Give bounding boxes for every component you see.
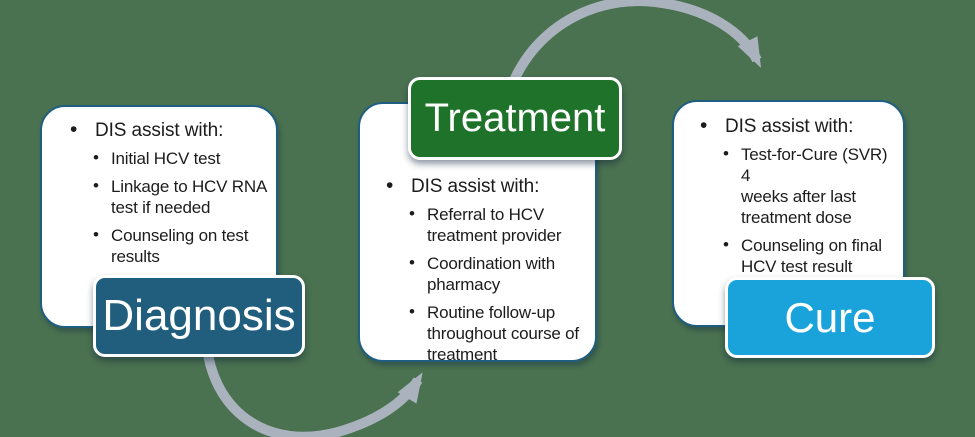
diagnosis-bullet-list: Initial HCV test Linkage to HCV RNA test… xyxy=(91,147,270,267)
cure-bullet-list: Test-for-Cure (SVR) 4 weeks after last t… xyxy=(721,143,899,277)
curved-arrow-treatment-to-cure xyxy=(500,0,762,110)
card-heading: DIS assist with: xyxy=(380,174,591,198)
bullet-item: Linkage to HCV RNA test if needed xyxy=(91,175,270,218)
bullet-item: Routine follow-up throughout course of t… xyxy=(407,301,591,365)
bullet-item: Counseling on final HCV test result xyxy=(721,234,899,277)
bullet-item: Test-for-Cure (SVR) 4 weeks after last t… xyxy=(721,143,899,228)
bullet-item: Referral to HCV treatment provider xyxy=(407,203,591,246)
bullet-item: Initial HCV test xyxy=(91,147,270,169)
card-heading: DIS assist with: xyxy=(64,118,270,142)
treatment-bullet-list: Referral to HCV treatment provider Coord… xyxy=(407,203,591,366)
bullet-item: Counseling on test results xyxy=(91,224,270,267)
bullet-item: Coordination with pharmacy xyxy=(407,252,591,295)
curved-arrow-diagnosis-to-treatment xyxy=(202,347,423,437)
card-heading: DIS assist with: xyxy=(694,114,899,138)
stage-label-treatment: Treatment xyxy=(408,77,622,160)
diagnosis-info-card: DIS assist with: Initial HCV test Linkag… xyxy=(40,105,278,328)
stage-label-diagnosis: Diagnosis xyxy=(93,275,305,357)
stage-label-cure: Cure xyxy=(725,277,935,358)
